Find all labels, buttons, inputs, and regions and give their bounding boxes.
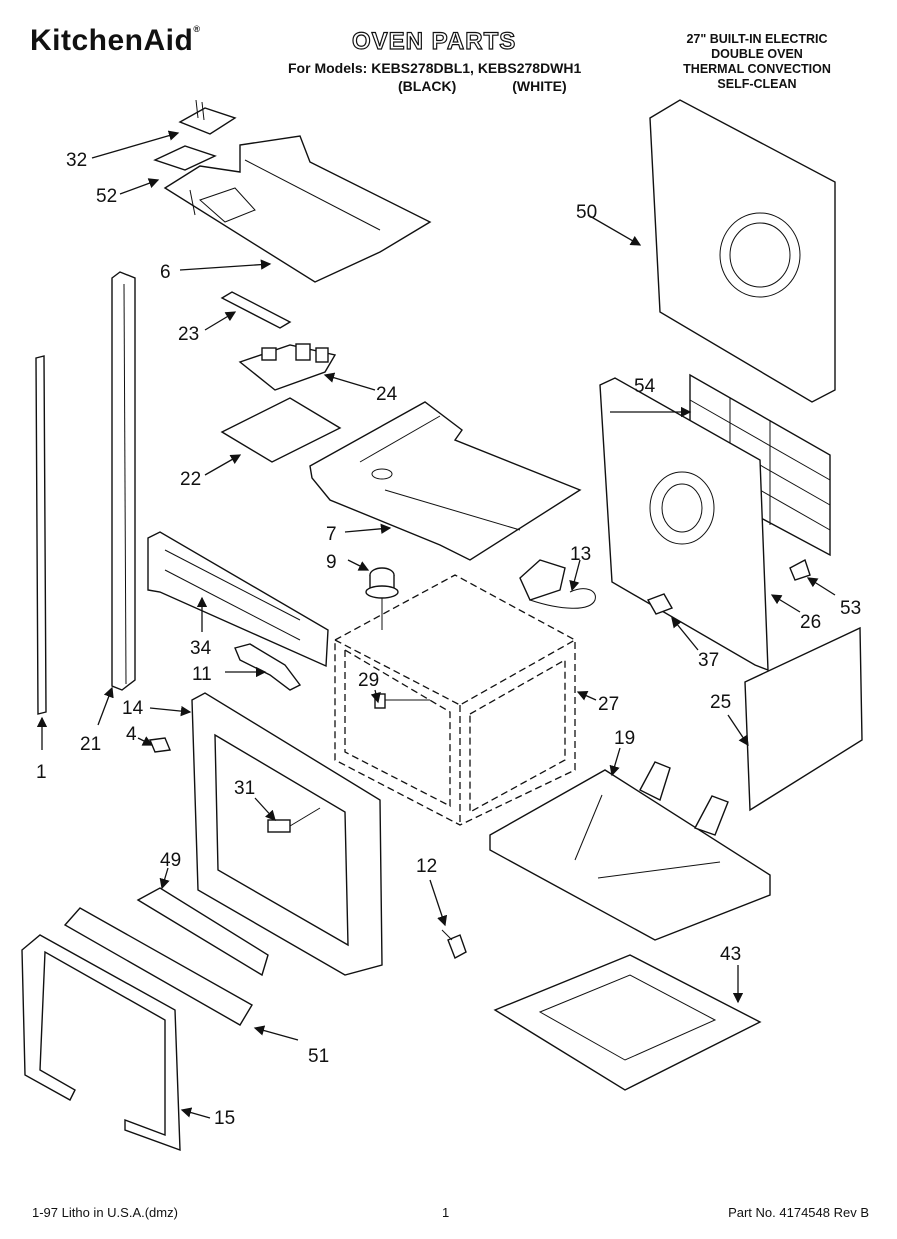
footer-litho: 1-97 Litho in U.S.A.(dmz) (32, 1205, 178, 1220)
part-26-convection-housing (599, 377, 769, 672)
callout-37: 37 (698, 650, 719, 671)
model-colors: (BLACK) (WHITE) (398, 78, 567, 94)
callout-13: 13 (570, 544, 591, 565)
part-13-element (519, 559, 596, 609)
callout-32: 32 (66, 150, 87, 171)
callout-23: 23 (178, 324, 199, 345)
part-19-bottom-panel (489, 761, 771, 941)
callout-1: 1 (36, 762, 47, 783)
callout-53: 53 (840, 598, 861, 619)
part-25-rear-cover (744, 626, 863, 812)
brand-registered-mark: ® (193, 24, 201, 34)
callout-50: 50 (576, 202, 597, 223)
product-description: 27" BUILT-IN ELECTRIC DOUBLE OVEN THERMA… (657, 32, 857, 92)
part-7-middle-panel (309, 401, 582, 561)
part-11-door-latch (234, 643, 302, 691)
callout-49: 49 (160, 850, 181, 871)
part-6-top-panel (163, 135, 432, 283)
part-9-convection-motor (365, 567, 399, 630)
part-53-clip (789, 558, 811, 581)
part-27-oven-cavity (334, 574, 576, 826)
callout-11: 11 (192, 664, 212, 685)
part-43-bottom-tray (493, 954, 762, 1091)
color-white: (WHITE) (512, 78, 567, 94)
part-21-side-trim (111, 271, 136, 691)
callout-21: 21 (80, 734, 101, 755)
leader-arrows (36, 130, 836, 1119)
callout-31: 31 (234, 778, 255, 799)
description-line-1: 27" BUILT-IN ELECTRIC (686, 32, 828, 46)
part-29-fan-blade (374, 693, 430, 709)
part-37-fan-nut (646, 593, 674, 615)
part-23-bracket (220, 291, 292, 329)
part-51-vent-trim (63, 907, 253, 1026)
callout-34: 34 (190, 638, 212, 659)
models-line: For Models: KEBS278DBL1, KEBS278DWH1 (288, 60, 582, 76)
part-50-back-panel (649, 99, 836, 403)
callout-12: 12 (416, 856, 437, 877)
brand-logo: KitchenAid® (30, 24, 200, 58)
callout-19: 19 (614, 728, 635, 749)
part-34-control-panel (147, 531, 329, 668)
part-12-sensor (441, 929, 467, 959)
callout-25: 25 (710, 692, 731, 713)
part-1-vertical-trim (35, 355, 47, 715)
part-15-door-gasket (21, 934, 181, 1152)
footer-part-number: Part No. 4174548 Rev B (728, 1205, 869, 1220)
callout-52: 52 (96, 186, 117, 207)
callout-54: 54 (634, 376, 656, 397)
part-32-top-cover (178, 99, 237, 135)
description-line-4: SELF-CLEAN (717, 77, 797, 91)
part-4-screw (149, 737, 171, 753)
part-22-plate (220, 397, 342, 463)
callout-22: 22 (180, 469, 201, 490)
callout-6: 6 (160, 262, 171, 283)
brand-name: KitchenAid (30, 24, 194, 57)
callout-51: 51 (308, 1046, 329, 1067)
part-24-switch-assembly (238, 343, 337, 391)
callout-27: 27 (598, 694, 619, 715)
footer-page-number: 1 (442, 1205, 450, 1220)
part-14-front-frame (191, 692, 383, 976)
callout-4: 4 (126, 724, 137, 745)
callout-29: 29 (358, 670, 379, 691)
description-line-2: DOUBLE OVEN (711, 47, 803, 61)
callout-24: 24 (376, 384, 398, 405)
description-line-3: THERMAL CONVECTION (683, 62, 831, 76)
callout-14: 14 (122, 698, 144, 719)
part-52-gasket (153, 145, 217, 171)
callout-26: 26 (800, 612, 821, 633)
callout-9: 9 (326, 552, 337, 573)
page-title: OVEN PARTS (351, 27, 517, 55)
callout-labels: 32 52 6 23 24 22 7 9 13 54 50 34 11 29 2… (36, 150, 861, 1129)
callout-15: 15 (214, 1108, 235, 1129)
part-31-light-socket (267, 807, 321, 833)
callout-7: 7 (326, 524, 337, 545)
callout-43: 43 (720, 944, 741, 965)
part-49-trim-strip (136, 887, 269, 977)
color-black: (BLACK) (398, 78, 457, 94)
